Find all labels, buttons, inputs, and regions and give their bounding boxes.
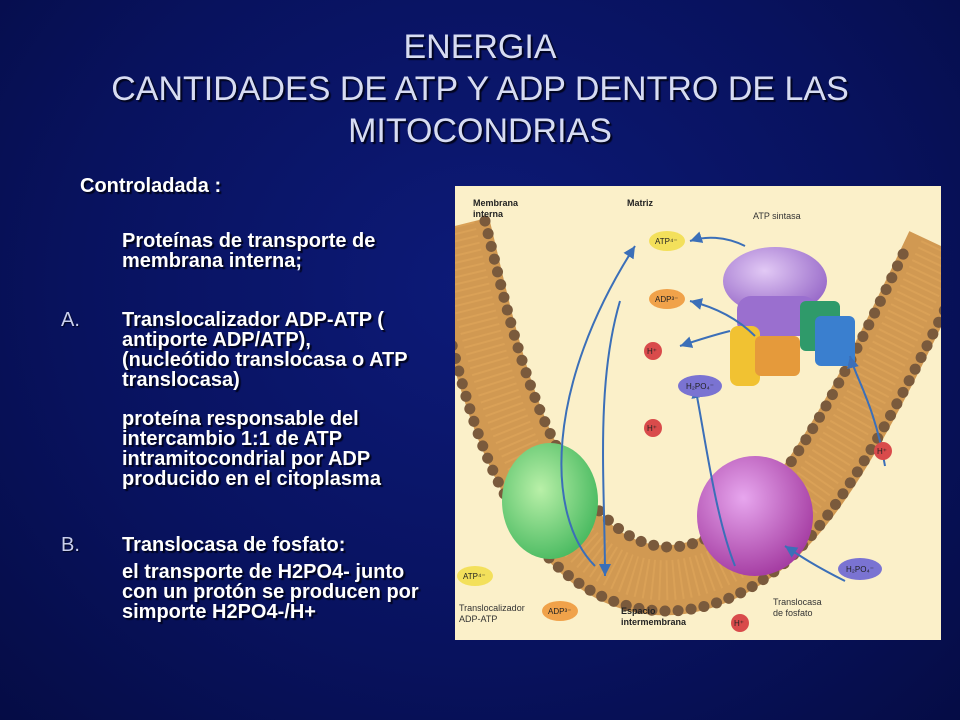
chip-h-3: H⁺ <box>874 442 892 460</box>
title-line-3: MITOCONDRIAS <box>348 112 612 150</box>
item-b-line-1: Translocasa de fosfato: <box>122 534 346 556</box>
label-matriz: Matriz <box>627 198 654 208</box>
label-membrana-2: interna <box>473 209 504 219</box>
chip-h-4: H⁺ <box>731 614 749 632</box>
item-b-detail-2: con un protón se producen por <box>122 581 419 603</box>
item-a-detail-3: intramitocondrial por ADP <box>122 448 371 470</box>
label-translocalizador-1: Translocalizador <box>459 603 525 613</box>
chip-h-2: H⁺ <box>644 419 662 437</box>
item-a-line-2: antiporte ADP/ATP), <box>122 329 311 351</box>
item-b-detail-3: simporte H2PO4-/H+ <box>122 601 316 623</box>
chip-atp-top: ATP⁴⁻ <box>649 231 685 251</box>
item-a-detail-4: producido en el citoplasma <box>122 468 381 490</box>
chip-h-1: H⁺ <box>644 342 662 360</box>
membrane-inner-heads <box>479 215 913 553</box>
item-b-marker: B. <box>61 534 80 556</box>
chip-h-1-label: H⁺ <box>647 347 657 356</box>
item-a-detail-2: intercambio 1:1 de ATP <box>122 428 343 450</box>
membrane-diagram: ATP⁴⁻ ADP³⁻ H⁺ H₂PO₄⁻ H⁺ H⁺ H₂PO₄⁻ ATP⁴ <box>455 198 941 632</box>
label-membrana-1: Membrana <box>473 198 519 208</box>
item-a-line-3: (nucleótido translocasa o ATP <box>122 349 408 371</box>
chip-adp-top-label: ADP³⁻ <box>655 295 678 304</box>
item-b-detail-1: el transporte de H2PO4- junto <box>122 561 405 583</box>
chip-adp-bottom: ADP³⁻ <box>542 601 578 621</box>
phosphate-translocase <box>697 456 813 576</box>
item-a-marker: A. <box>61 309 80 331</box>
mitochondria-membrane-figure: ATP⁴⁻ ADP³⁻ H⁺ H₂PO₄⁻ H⁺ H⁺ H₂PO₄⁻ ATP⁴ <box>455 186 941 640</box>
label-espacio-1: Espacio <box>621 606 656 616</box>
adp-atp-translocator <box>502 443 598 559</box>
chip-atp-bottom: ATP⁴⁻ <box>457 566 493 586</box>
slide-title: ENERGIA CANTIDADES DE ATP Y ADP DENTRO D… <box>40 26 920 152</box>
slide-body: Controladada : Proteínas de transporte d… <box>0 0 460 720</box>
label-espacio-2: intermembrana <box>621 617 687 627</box>
item-a-line-4: translocasa) <box>122 369 240 391</box>
title-line-2: CANTIDADES DE ATP Y ADP DENTRO DE LAS <box>111 70 849 108</box>
chip-h2po4-1-label: H₂PO₄⁻ <box>686 382 714 391</box>
chip-atp-top-label: ATP⁴⁻ <box>655 237 678 246</box>
chip-h-2-label: H⁺ <box>647 424 657 433</box>
label-translocasa-1: Translocasa <box>773 597 822 607</box>
label-translocasa-2: de fosfato <box>773 608 813 618</box>
chip-adp-top: ADP³⁻ <box>649 289 685 309</box>
chip-h2po4-2-label: H₂PO₄⁻ <box>846 565 874 574</box>
chip-h-4-label: H⁺ <box>734 619 744 628</box>
label-translocalizador-2: ADP-ATP <box>459 614 497 624</box>
chip-h2po4-2: H₂PO₄⁻ <box>838 558 882 580</box>
subintro-line-2: membrana interna; <box>122 250 303 272</box>
chip-atp-bottom-label: ATP⁴⁻ <box>463 572 486 581</box>
subintro-line-1: Proteínas de transporte de <box>122 230 376 252</box>
label-atp-sintasa: ATP sintasa <box>753 211 801 221</box>
chip-h-3-label: H⁺ <box>877 447 887 456</box>
intro-text: Controladada : <box>80 175 222 197</box>
item-a-detail-1: proteína responsable del <box>122 408 359 430</box>
chip-adp-bottom-label: ADP³⁻ <box>548 607 571 616</box>
title-line-1: ENERGIA <box>403 28 557 66</box>
atp-synthase <box>723 247 855 386</box>
chip-h2po4-1: H₂PO₄⁻ <box>678 375 722 397</box>
item-a-line-1: Translocalizador ADP-ATP ( <box>122 309 384 331</box>
